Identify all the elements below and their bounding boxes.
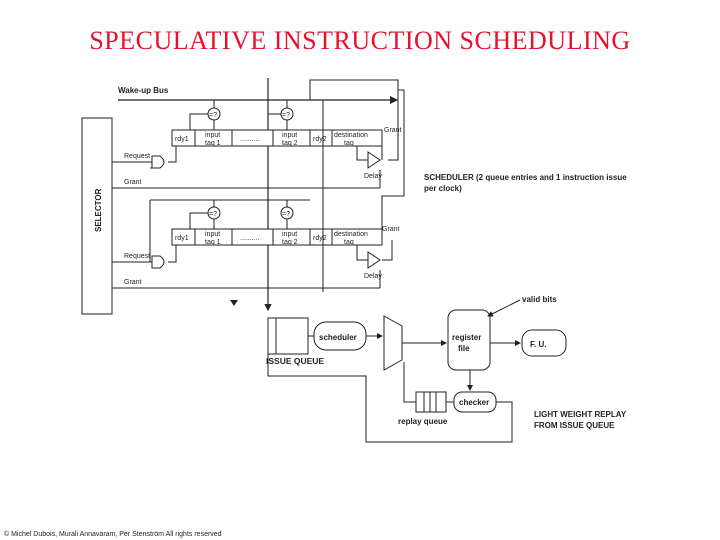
input-tag2-line2: tag 2	[282, 140, 298, 147]
compare-3-label: =?	[209, 211, 217, 218]
input-tag2-line2-2: tag 2	[282, 239, 298, 246]
destination-tag-label-2: tag	[344, 239, 354, 246]
selector-label: SELECTOR	[94, 188, 103, 232]
request-label-2: Request	[124, 253, 150, 260]
issue-queue-box	[267, 317, 309, 355]
issue-queue-label: ISSUE QUEUE	[266, 356, 324, 366]
delay-2-label: Delay	[364, 273, 382, 280]
and-gate-2-icon	[151, 255, 165, 269]
scheduler-box-label: scheduler	[319, 333, 357, 342]
register-file-label-2: file	[458, 344, 470, 353]
rdy1-label-2: rdy1	[175, 235, 189, 242]
valid-bits-label: valid bits	[522, 295, 557, 304]
delay-1-icon	[367, 151, 381, 169]
scheduler-caption-line1: SCHEDULER (2 queue entries and 1 instruc…	[424, 173, 627, 182]
fu-label: F. U.	[530, 340, 546, 349]
destination-tag-label: tag	[344, 140, 354, 147]
rdy1-label: rdy1	[175, 136, 189, 143]
grant-2-label: Grant	[124, 279, 142, 286]
grant-label-2: Grant	[382, 226, 400, 233]
compare-1-label: =?	[209, 112, 217, 119]
request-label: Request	[124, 153, 150, 160]
input-tag2-line1: input	[282, 132, 297, 139]
queue-entry-2	[171, 228, 383, 246]
scheduler-caption-line2: per clock)	[424, 184, 462, 193]
rdy2-label: rdy2	[313, 136, 327, 143]
delay-2-icon	[367, 251, 381, 269]
input-tag1-line1-2: input	[205, 231, 220, 238]
wakeup-bus-label: Wake-up Bus	[118, 86, 169, 95]
input-tag2-line1-2: input	[282, 231, 297, 238]
register-file-box	[447, 309, 491, 371]
destination-label-2: destination	[334, 231, 368, 238]
compare-2-label: =?	[282, 112, 290, 119]
and-gate-1-icon	[151, 155, 165, 169]
checker-label: checker	[459, 398, 489, 407]
replay-queue-label: replay queue	[398, 417, 448, 426]
compare-4-label: =?	[282, 211, 290, 218]
dots-label: ..........	[240, 136, 260, 143]
grant-label: Grant	[384, 127, 402, 134]
slide-title: SPECULATIVE INSTRUCTION SCHEDULING	[89, 26, 631, 55]
input-tag1-line2: tag 1	[205, 140, 221, 147]
register-file-label-1: register	[452, 333, 481, 342]
dots-label-2: ..........	[240, 235, 260, 242]
input-tag1-line2-2: tag 1	[205, 239, 221, 246]
functional-unit-box	[521, 329, 567, 357]
input-tag1-line1: input	[205, 132, 220, 139]
replay-queue-box	[415, 391, 447, 413]
replay-caption-line1: LIGHT WEIGHT REPLAY	[534, 410, 627, 419]
copyright-footer: © Michel Dubois, Murali Annavaram, Per S…	[4, 531, 222, 538]
replay-caption-line2: FROM ISSUE QUEUE	[534, 421, 615, 430]
issue-mux-icon	[383, 315, 403, 371]
delay-1-label: Delay	[364, 173, 382, 180]
selector-box	[81, 117, 113, 315]
grant-1-label: Grant	[124, 179, 142, 186]
destination-label: destination	[334, 132, 368, 139]
rdy2-label-2: rdy2	[313, 235, 327, 242]
